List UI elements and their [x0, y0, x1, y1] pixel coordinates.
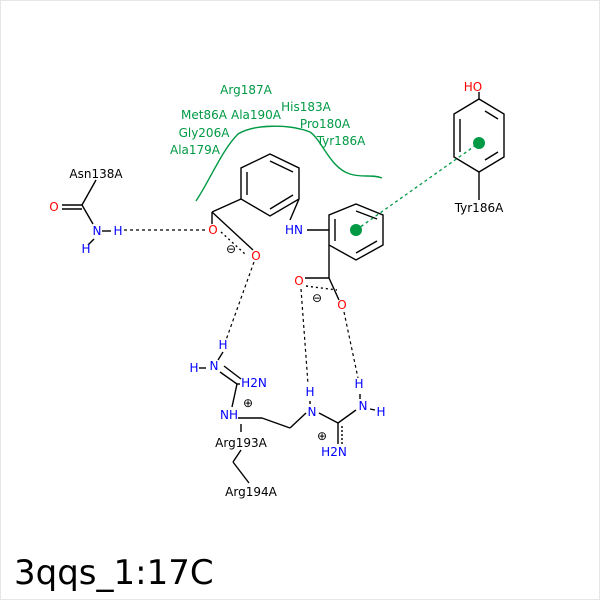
label-tyr186-ring: Tyr186A	[454, 201, 504, 215]
hbond-o3-arg	[300, 288, 309, 385]
ligand-ring-a	[211, 153, 300, 255]
label-ala190: Ala190A	[231, 108, 282, 122]
label-pro180: Pro180A	[300, 117, 351, 131]
label-arg194: Arg194A	[225, 485, 277, 499]
label-arg193: Arg193A	[215, 436, 267, 450]
tyr186-hydroxyl: HO	[464, 80, 482, 94]
charge-minus-b: ⊖	[312, 291, 322, 305]
ligand-oxygen-3: O	[294, 274, 303, 288]
charge-minus-a: ⊖	[226, 242, 236, 256]
label-his183: His183A	[281, 100, 332, 114]
hbond-o4-arg	[343, 311, 359, 379]
tyr186-ring	[453, 92, 505, 200]
hbond-o2-arg193	[225, 261, 255, 341]
ligand-amine: HN	[285, 223, 303, 237]
arg-h-2: H	[354, 377, 363, 391]
arg193-h-top: H	[218, 338, 227, 352]
hydrophobic-contact-arc	[195, 125, 383, 202]
hydrogen-bonds	[124, 229, 359, 385]
label-ala179: Ala179A	[170, 143, 221, 157]
arg-n-2: N	[359, 399, 368, 413]
ligand-oxygen-1: O	[208, 223, 217, 237]
arg-h-1: H	[305, 385, 314, 399]
ligand-oxygen-2: O	[251, 249, 260, 263]
asn138-bonds	[62, 179, 111, 246]
arg-h-3: H	[376, 405, 385, 419]
arg-n-1: N	[308, 405, 317, 419]
hydrophobic-labels: Arg187A Met86A Ala190A His183A Pro180A G…	[170, 83, 366, 157]
asn138-hydrogen-1: H	[113, 224, 122, 238]
label-gly206: Gly206A	[179, 126, 231, 140]
ligand-oxygen-4: O	[337, 298, 346, 312]
page-title: 3qqs_1:17C	[14, 553, 214, 593]
arg-h2n: H2N	[321, 445, 347, 459]
label-tyr186-hydrophobic: Tyr186A	[316, 134, 366, 148]
arg193-nh: NH	[220, 408, 238, 422]
ligand-ring-b	[305, 203, 384, 301]
arg193-h2n: H2N	[241, 376, 267, 390]
asn138-oxygen: O	[49, 200, 58, 214]
arg-bonds	[199, 351, 376, 484]
label-asn138: Asn138A	[69, 167, 123, 181]
asn138-nitrogen: N	[93, 224, 102, 238]
arg193-h-left: H	[189, 361, 198, 375]
pi-stacking-interaction	[355, 142, 480, 231]
charge-plus-b: ⊕	[317, 429, 327, 443]
label-arg187: Arg187A	[220, 83, 272, 97]
charge-plus-a: ⊕	[243, 396, 253, 410]
asn138-hydrogen-2: H	[81, 242, 90, 256]
label-met86: Met86A	[181, 108, 228, 122]
arg193-n: N	[210, 359, 219, 373]
